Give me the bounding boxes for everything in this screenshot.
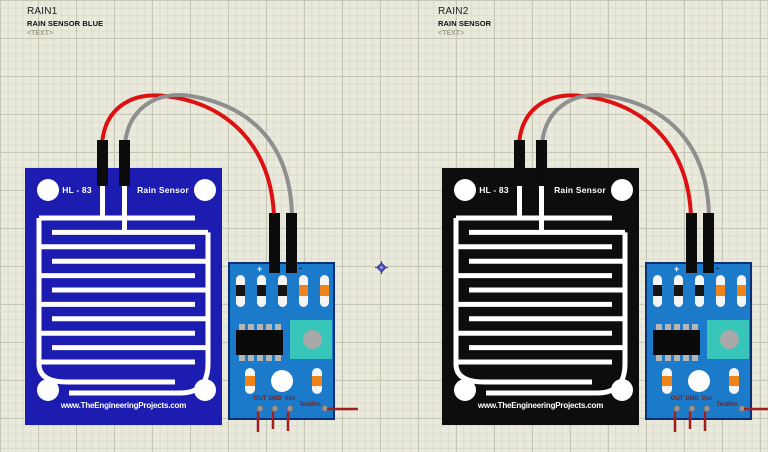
potentiometer[interactable] xyxy=(290,320,332,359)
part-reference[interactable]: RAIN2 xyxy=(438,6,469,17)
vcc-pad[interactable] xyxy=(286,405,294,412)
gnd-pin-label: GND xyxy=(685,396,699,402)
part-type-label[interactable]: RAIN SENSOR BLUE xyxy=(27,18,104,28)
vcc-pad[interactable] xyxy=(703,405,711,412)
resistor-component[interactable] xyxy=(729,368,739,394)
potentiometer-knob[interactable] xyxy=(303,330,322,349)
vcc-pin-label: Vcc xyxy=(284,396,296,402)
mounting-hole xyxy=(454,179,476,201)
resistor-component[interactable] xyxy=(320,275,329,307)
plate-model-text: HL - 83 xyxy=(479,185,509,195)
plus-terminal-label: + xyxy=(257,264,263,274)
indicator-led[interactable] xyxy=(271,370,293,392)
out-pin-label: OUT xyxy=(670,396,684,402)
component-band xyxy=(236,285,245,296)
driver-board[interactable]: + - OUT GND Vcc TestPin xyxy=(645,262,752,420)
component-band xyxy=(299,285,308,296)
resistor-component[interactable] xyxy=(716,275,725,307)
component-band xyxy=(729,376,739,386)
component-band xyxy=(716,285,725,296)
testpin-label: TestPin xyxy=(299,402,321,408)
potentiometer[interactable] xyxy=(707,320,749,359)
sensor-plate[interactable]: HL - 83 Rain Sensor www.TheEngineeringPr… xyxy=(442,168,639,425)
ic-legs xyxy=(656,355,699,361)
testpin-pad[interactable] xyxy=(321,405,329,412)
out-pad[interactable] xyxy=(256,405,264,412)
mounting-hole xyxy=(37,179,59,201)
mounting-hole xyxy=(37,379,59,401)
minus-terminal-label: - xyxy=(716,263,719,273)
component-band xyxy=(245,376,255,386)
sensor-trace-art xyxy=(453,179,633,401)
out-pin-label: OUT xyxy=(253,396,267,402)
sensor-plate[interactable]: HL - 83 Rain Sensor www.TheEngineeringPr… xyxy=(25,168,222,425)
testpin-label: TestPin xyxy=(716,402,738,408)
resistor-component[interactable] xyxy=(653,275,662,307)
plate-url-text: www.TheEngineeringProjects.com xyxy=(60,401,187,410)
plate-name-text: Rain Sensor xyxy=(554,185,606,195)
resistor-component[interactable] xyxy=(299,275,308,307)
part-reference[interactable]: RAIN1 xyxy=(27,6,58,17)
plus-terminal-label: + xyxy=(674,264,680,274)
mounting-hole xyxy=(194,179,216,201)
sensor-trace-art xyxy=(36,179,216,401)
component-band xyxy=(674,285,683,296)
component-band xyxy=(312,376,322,386)
rain-sensor-module-1[interactable]: HL - 83 Rain Sensor www.TheEngineeringPr… xyxy=(25,88,365,438)
resistor-component[interactable] xyxy=(257,275,266,307)
vcc-pin-label: Vcc xyxy=(701,396,713,402)
comparator-ic[interactable] xyxy=(653,330,700,355)
minus-terminal-label: - xyxy=(299,263,302,273)
text-placeholder[interactable]: <TEXT> xyxy=(438,30,465,38)
resistor-component[interactable] xyxy=(662,368,672,394)
ic-legs xyxy=(239,355,282,361)
testpin-pad[interactable] xyxy=(738,405,746,412)
ic-legs xyxy=(656,324,699,330)
indicator-led[interactable] xyxy=(688,370,710,392)
part-annotation-rain2[interactable]: RAIN2 RAIN SENSOR <TEXT> xyxy=(438,6,491,38)
component-band xyxy=(737,285,746,296)
rain-sensor-module-2[interactable]: HL - 83 Rain Sensor www.TheEngineeringPr… xyxy=(442,88,768,438)
potentiometer-knob[interactable] xyxy=(720,330,739,349)
resistor-component[interactable] xyxy=(278,275,287,307)
plate-model-text: HL - 83 xyxy=(62,185,92,195)
resistor-component[interactable] xyxy=(674,275,683,307)
part-annotation-rain1[interactable]: RAIN1 RAIN SENSOR BLUE <TEXT> xyxy=(27,6,103,38)
component-band xyxy=(653,285,662,296)
part-type-label[interactable]: RAIN SENSOR xyxy=(438,18,492,28)
out-pad[interactable] xyxy=(673,405,681,412)
gnd-pad[interactable] xyxy=(271,405,279,412)
text-placeholder[interactable]: <TEXT> xyxy=(27,30,54,38)
resistor-component[interactable] xyxy=(245,368,255,394)
mounting-hole xyxy=(194,379,216,401)
ic-legs xyxy=(239,324,282,330)
resistor-component[interactable] xyxy=(737,275,746,307)
component-band xyxy=(257,285,266,296)
component-band xyxy=(278,285,287,296)
resistor-component[interactable] xyxy=(312,368,322,394)
origin-marker-icon xyxy=(375,261,388,274)
plate-name-text: Rain Sensor xyxy=(137,185,189,195)
component-band xyxy=(695,285,704,296)
plate-url-text: www.TheEngineeringProjects.com xyxy=(477,401,604,410)
mounting-hole xyxy=(611,379,633,401)
driver-board[interactable]: + - OUT GND Vcc TestPin xyxy=(228,262,335,420)
mounting-hole xyxy=(454,379,476,401)
comparator-ic[interactable] xyxy=(236,330,283,355)
resistor-component[interactable] xyxy=(695,275,704,307)
gnd-pin-label: GND xyxy=(268,396,282,402)
resistor-component[interactable] xyxy=(236,275,245,307)
component-band xyxy=(320,285,329,296)
component-band xyxy=(662,376,672,386)
mounting-hole xyxy=(611,179,633,201)
gnd-pad[interactable] xyxy=(688,405,696,412)
